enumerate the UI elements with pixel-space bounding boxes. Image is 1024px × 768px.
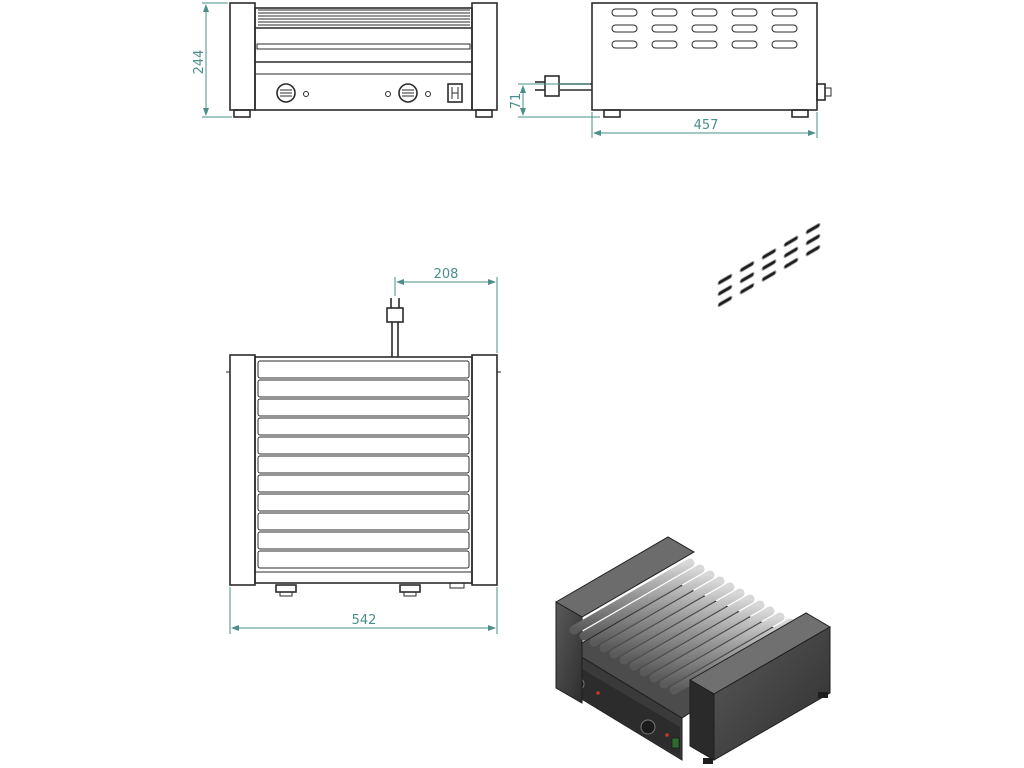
render-foot-front [703,758,713,764]
render-foot-right [818,692,828,698]
dimension-label-542: 542 [352,613,377,628]
dimension-front-height: 244 [192,2,232,118]
dimension-label-457: 457 [694,118,719,133]
isometric-render [555,222,831,764]
dimension-side-457: 457 [591,112,818,138]
side-view: 71 457 [509,2,832,138]
top-rollers [257,360,470,569]
indicator-light-mid [425,91,431,97]
render-indicator-left [596,691,600,695]
top-switch [449,582,465,589]
render-indicator-right [665,733,669,737]
top-knob-right [399,584,421,597]
power-switch [447,83,463,103]
dimension-label-71: 71 [509,93,524,110]
dimension-side-71: 71 [509,83,600,118]
rear-connector [816,83,832,101]
dimension-top-542: 542 [229,587,498,634]
top-view: 208 542 [226,267,501,634]
top-power-cord [386,298,404,357]
foot-left [233,109,251,118]
side-vent-slots [611,8,798,49]
indicator-light-left [303,91,309,97]
top-knob-left [275,584,297,597]
side-foot-left [603,109,621,118]
front-rollers [255,9,472,29]
dimension-label-244: 244 [192,50,207,75]
foot-right [475,109,493,118]
side-foot-right [791,109,809,118]
render-knob-right [640,719,656,735]
control-knob-right [398,83,418,103]
render-vent-slots [717,222,821,308]
dimension-top-208: 208 [394,267,498,353]
dimension-label-208: 208 [434,267,459,282]
power-cord [535,75,592,97]
indicator-light-right [385,91,391,97]
control-knob-left [276,83,296,103]
front-view: 244 [192,2,498,118]
render-switch [671,737,680,749]
